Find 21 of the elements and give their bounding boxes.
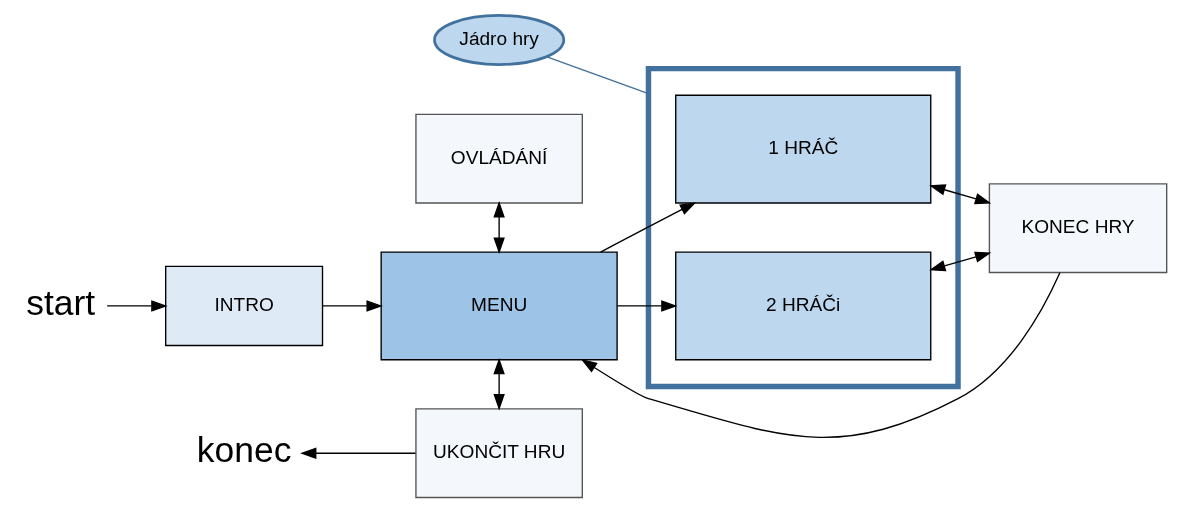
cluster: [645, 65, 961, 389]
arrow: [106, 299, 168, 312]
node-box: 2 HRÁČi: [675, 250, 932, 360]
arrow: [300, 447, 417, 459]
node-ellipse: Jádro hry: [433, 13, 566, 66]
node-box: INTRO: [165, 265, 324, 346]
node-box: MENU: [380, 250, 618, 360]
node-box: OVLÁDÁNÍ: [415, 113, 583, 204]
arrow: [493, 357, 505, 410]
arrow: [580, 271, 1061, 438]
node-text: start: [26, 282, 96, 323]
arrow: [599, 201, 697, 253]
arrow: [616, 299, 678, 312]
arrow: [321, 299, 383, 312]
arrow: [493, 200, 505, 254]
arrow: [929, 251, 992, 271]
node-box: KONEC HRY: [988, 182, 1168, 273]
node-box: UKONČIT HRU: [415, 407, 583, 498]
arrow: [929, 183, 992, 204]
node-text: konec: [196, 429, 292, 470]
node-box: 1 HRÁČ: [675, 94, 932, 204]
